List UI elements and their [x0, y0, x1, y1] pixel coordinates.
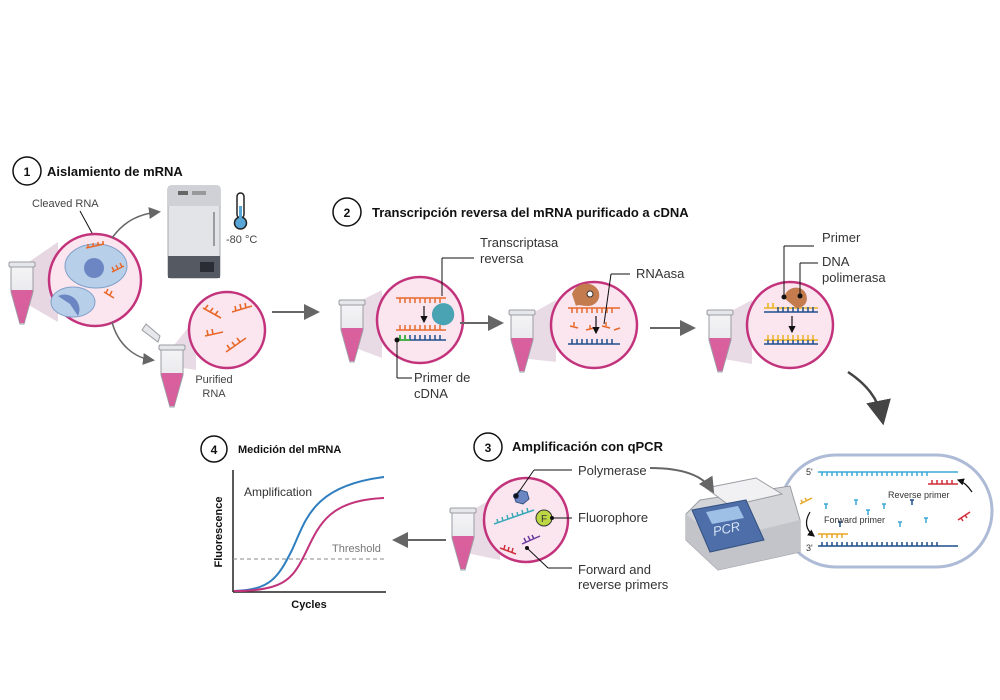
- to-qpcr-arrow: [847, 370, 891, 426]
- rt-label-line1: Transcriptasa: [480, 235, 559, 250]
- fluorophore-label: Fluorophore: [578, 510, 648, 525]
- polymerase-label: Polymerase: [578, 463, 647, 478]
- step-2-header: 2 Transcripción reversa del mRNA purific…: [332, 197, 689, 227]
- pcr-machine-icon: PCR: [685, 477, 801, 571]
- purified-label-line1: Purified: [195, 374, 232, 386]
- step-1-badge: [12, 156, 42, 186]
- fr-primers-pointer: [526, 547, 549, 569]
- step-3-number: 3: [485, 441, 492, 455]
- thermometer-icon: [233, 192, 248, 230]
- pcr-screen-label: PCR: [712, 519, 742, 539]
- pcr-cycle-panel: 5' 3' Reverse primer Forward primer: [778, 453, 994, 569]
- five-prime-label: 5': [806, 467, 813, 477]
- to-purified-arrow: [111, 321, 155, 365]
- chart-x-label: Cycles: [291, 599, 326, 611]
- fluorophore-letter: F: [541, 514, 547, 525]
- rnase-label: RNAasa: [636, 266, 685, 281]
- amplification-curve-magenta: [233, 497, 385, 592]
- amplification-chart: Amplification Threshold Cycles Fluoresce…: [213, 470, 386, 611]
- fr-primers-label-line1: Forward and: [578, 562, 651, 577]
- to-pcr-machine-arrow: [649, 467, 715, 494]
- temperature-label: -80 °C: [226, 234, 257, 246]
- cell-zoom-circle: [47, 232, 143, 328]
- to-freezer-arrow: [111, 207, 161, 239]
- purified-rna-circle: [187, 290, 267, 370]
- step-3-header: 3 Amplificación con qPCR: [473, 432, 664, 462]
- pol-tube: [706, 300, 752, 373]
- sample-tube-1: [8, 242, 58, 325]
- step-4-number: 4: [211, 443, 218, 457]
- rt-circle: [375, 275, 465, 365]
- step-4-header: 4 Medición del mRNA: [200, 435, 341, 463]
- reverse-primer-label: Reverse primer: [888, 490, 950, 500]
- rnase-tube: [508, 300, 556, 373]
- chart-y-label: Fluorescence: [213, 497, 225, 568]
- freezer-icon: [167, 185, 221, 279]
- three-prime-label: 3': [806, 543, 813, 553]
- fr-primers-label-line2: reverse primers: [578, 577, 669, 592]
- qpcr-circle: F: [482, 476, 570, 564]
- amplification-curve-blue: [233, 476, 385, 592]
- polymerase-pointer: [515, 469, 535, 497]
- rt-label-line2: reversa: [480, 251, 524, 266]
- step-2-number: 2: [344, 206, 351, 220]
- pol-circle: [745, 280, 835, 370]
- primer-label: Primer: [822, 230, 861, 245]
- step-3-title: Amplificación con qPCR: [512, 439, 664, 454]
- step-1-title: Aislamiento de mRNA: [47, 164, 183, 179]
- step-2-title: Transcripción reversa del mRNA purificad…: [372, 205, 689, 220]
- forward-primer-label: Forward primer: [824, 515, 885, 525]
- step-1-number: 1: [24, 165, 31, 179]
- rt-tube: [338, 290, 382, 363]
- threshold-label: Threshold: [332, 543, 381, 555]
- amplification-label: Amplification: [244, 485, 312, 499]
- primer-cdna-label-line1: Primer de: [414, 370, 470, 385]
- rnase-circle: [549, 280, 639, 370]
- dna-pol-label-line2: polimerasa: [822, 270, 886, 285]
- primer-cdna-label-line2: cDNA: [414, 386, 448, 401]
- cleaved-rna-label: Cleaved RNA: [32, 198, 99, 210]
- rnase-pointer: [603, 273, 612, 325]
- step-4-title: Medición del mRNA: [238, 444, 341, 456]
- dna-pol-label-line1: DNA: [822, 254, 850, 269]
- step-1-header: 1 Aislamiento de mRNA: [12, 156, 183, 186]
- purified-label-line2: RNA: [202, 388, 226, 400]
